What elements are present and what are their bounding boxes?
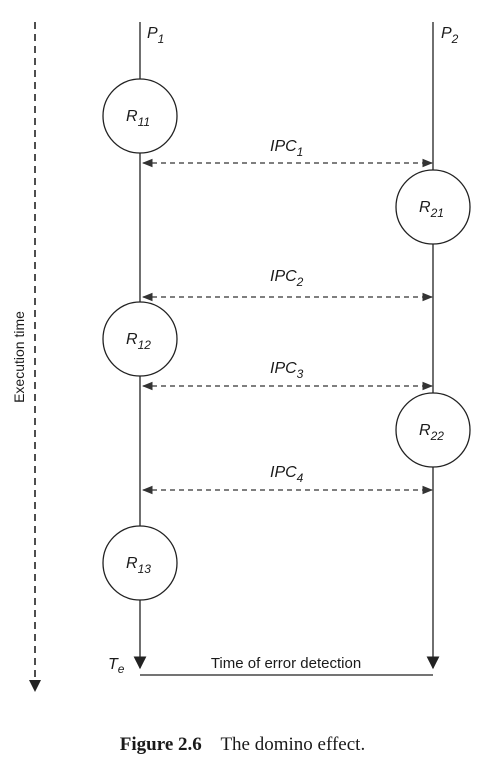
recovery-point-r22-circle xyxy=(395,392,471,468)
ipc-4-label: IPC4 xyxy=(270,464,304,485)
recovery-point-r21-label: R21 xyxy=(419,199,444,220)
recovery-point-r22: R22 xyxy=(395,392,471,468)
recovery-point-r11-label: R11 xyxy=(126,108,150,129)
recovery-point-r13-circle xyxy=(102,525,178,601)
recovery-point-r11: R11 xyxy=(102,78,178,154)
recovery-point-r13: R13 xyxy=(102,525,178,601)
process-p2-label: P2 xyxy=(441,25,459,46)
error-time-marker: Te xyxy=(108,656,125,676)
ipc-2-label: IPC2 xyxy=(270,268,304,289)
execution-time-arrowhead xyxy=(29,680,41,692)
execution-time-axis: Execution time xyxy=(11,22,41,692)
recovery-point-r11-circle xyxy=(102,78,178,154)
figure-number: Figure 2.6 xyxy=(119,734,202,755)
error-detection-label: Time of error detection xyxy=(211,655,361,672)
recovery-point-r21: R21 xyxy=(395,169,471,245)
recovery-point-r21-circle xyxy=(395,169,471,245)
recovery-point-r22-label: R22 xyxy=(419,422,444,443)
recovery-point-r12-circle xyxy=(102,301,178,377)
ipc-1-label: IPC1 xyxy=(270,138,303,159)
recovery-point-r13-label: R13 xyxy=(126,555,151,576)
ipc-3: IPC3 xyxy=(141,360,434,391)
figure-caption: Figure 2.6 The domino effect. xyxy=(0,734,485,756)
execution-time-label: Execution time xyxy=(11,311,27,403)
ipc-1: IPC1 xyxy=(141,138,434,168)
ipc-4: IPC4 xyxy=(141,464,434,495)
figure-title: The domino effect. xyxy=(220,734,366,755)
process-p1-label: P1 xyxy=(147,25,164,46)
recovery-point-r12: R12 xyxy=(102,301,178,377)
ipc-3-label: IPC3 xyxy=(270,360,304,381)
recovery-point-r12-label: R12 xyxy=(126,331,151,352)
ipc-2: IPC2 xyxy=(141,268,434,302)
error-detection: Te Time of error detection xyxy=(108,655,433,676)
